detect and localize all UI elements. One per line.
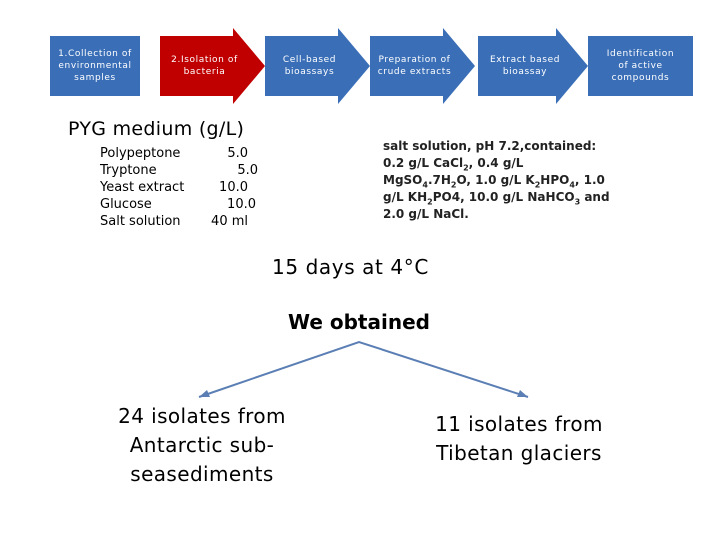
flow-step-label-5: Extract based bioassay xyxy=(489,55,561,77)
salt-subscript: 2 xyxy=(427,197,433,207)
incubation-duration: 15 days at 4°C xyxy=(272,255,429,279)
salt-text: PO4, 10.0 g/L NaHCO xyxy=(432,190,575,204)
salt-solution-description: salt solution, pH 7.2,contained: 0.2 g/L… xyxy=(383,138,613,223)
medium-ingredient: Tryptone xyxy=(100,163,157,178)
salt-subscript: 4 xyxy=(569,180,575,190)
flow-step-label-6: Identification of active compounds xyxy=(606,49,675,83)
salt-text: .7H xyxy=(427,173,451,187)
salt-text: and xyxy=(580,190,610,204)
salt-text: , 1.0 xyxy=(574,173,605,187)
salt-text: O, 1.0 g/L K xyxy=(456,173,535,187)
flow-arrow-3 xyxy=(265,28,370,104)
medium-row: Tryptone 5.0 xyxy=(100,162,258,179)
medium-ingredient: Glucose xyxy=(100,197,152,212)
branch-arrowhead-left xyxy=(199,390,210,397)
medium-amount: 5.0 xyxy=(227,146,248,161)
flow-arrow-2 xyxy=(160,28,265,104)
medium-title: PYG medium (g/L) xyxy=(68,118,245,140)
medium-amount: 10.0 xyxy=(227,197,256,212)
flow-arrow-4 xyxy=(370,28,475,104)
flow-step-label-1: 1.Collection of environmental samples xyxy=(58,49,132,83)
salt-text: salt solution, pH 7.2,contained: xyxy=(383,139,597,153)
medium-amount: 40 ml xyxy=(211,214,248,229)
salt-subscript: 2 xyxy=(534,180,541,190)
process-flow xyxy=(50,28,693,104)
flow-arrow-6 xyxy=(588,36,693,96)
salt-text: 0.2 g/L CaCl xyxy=(383,156,464,170)
flow-step-label-4: Preparation of crude extracts xyxy=(377,55,452,77)
salt-text: 2.0 g/L NaCl. xyxy=(383,207,469,221)
medium-ingredient: Salt solution xyxy=(100,214,181,229)
salt-text: HPO xyxy=(540,173,570,187)
medium-amount: 10.0 xyxy=(219,180,248,195)
branch-arrowhead-right xyxy=(517,390,528,397)
flow-step-label-3: Cell-based bioassays xyxy=(282,55,337,77)
medium-row: Salt solution 40 ml xyxy=(100,213,258,230)
obtained-heading: We obtained xyxy=(288,310,430,334)
salt-text: , 0.4 g/L xyxy=(468,156,524,170)
medium-row: Polypeptone 5.0 xyxy=(100,145,258,162)
medium-ingredient: Polypeptone xyxy=(100,146,181,161)
salt-text: MgSO xyxy=(383,173,423,187)
salt-subscript: 4 xyxy=(422,180,428,190)
salt-subscript: 3 xyxy=(574,197,581,207)
medium-row: Glucose 10.0 xyxy=(100,196,258,213)
result-antarctic: 24 isolates from Antarctic sub-seasedime… xyxy=(118,404,286,486)
medium-ingredient: Yeast extract xyxy=(100,180,185,195)
branch-line xyxy=(198,340,529,398)
salt-subscript: 2 xyxy=(463,163,469,173)
medium-row: Yeast extract 10.0 xyxy=(100,179,258,196)
flow-step-label-2: 2.Isolation of bacteria xyxy=(171,55,238,77)
flow-arrow-5 xyxy=(478,28,588,104)
salt-subscript: 2 xyxy=(450,180,457,190)
flow-arrow-1 xyxy=(50,36,140,96)
medium-table: Polypeptone 5.0 Tryptone 5.0 Yeast extra… xyxy=(100,145,258,230)
salt-text: g/L KH xyxy=(383,190,428,204)
result-tibetan: 11 isolates from Tibetan glaciers xyxy=(435,412,603,465)
medium-amount: 5.0 xyxy=(237,163,258,178)
